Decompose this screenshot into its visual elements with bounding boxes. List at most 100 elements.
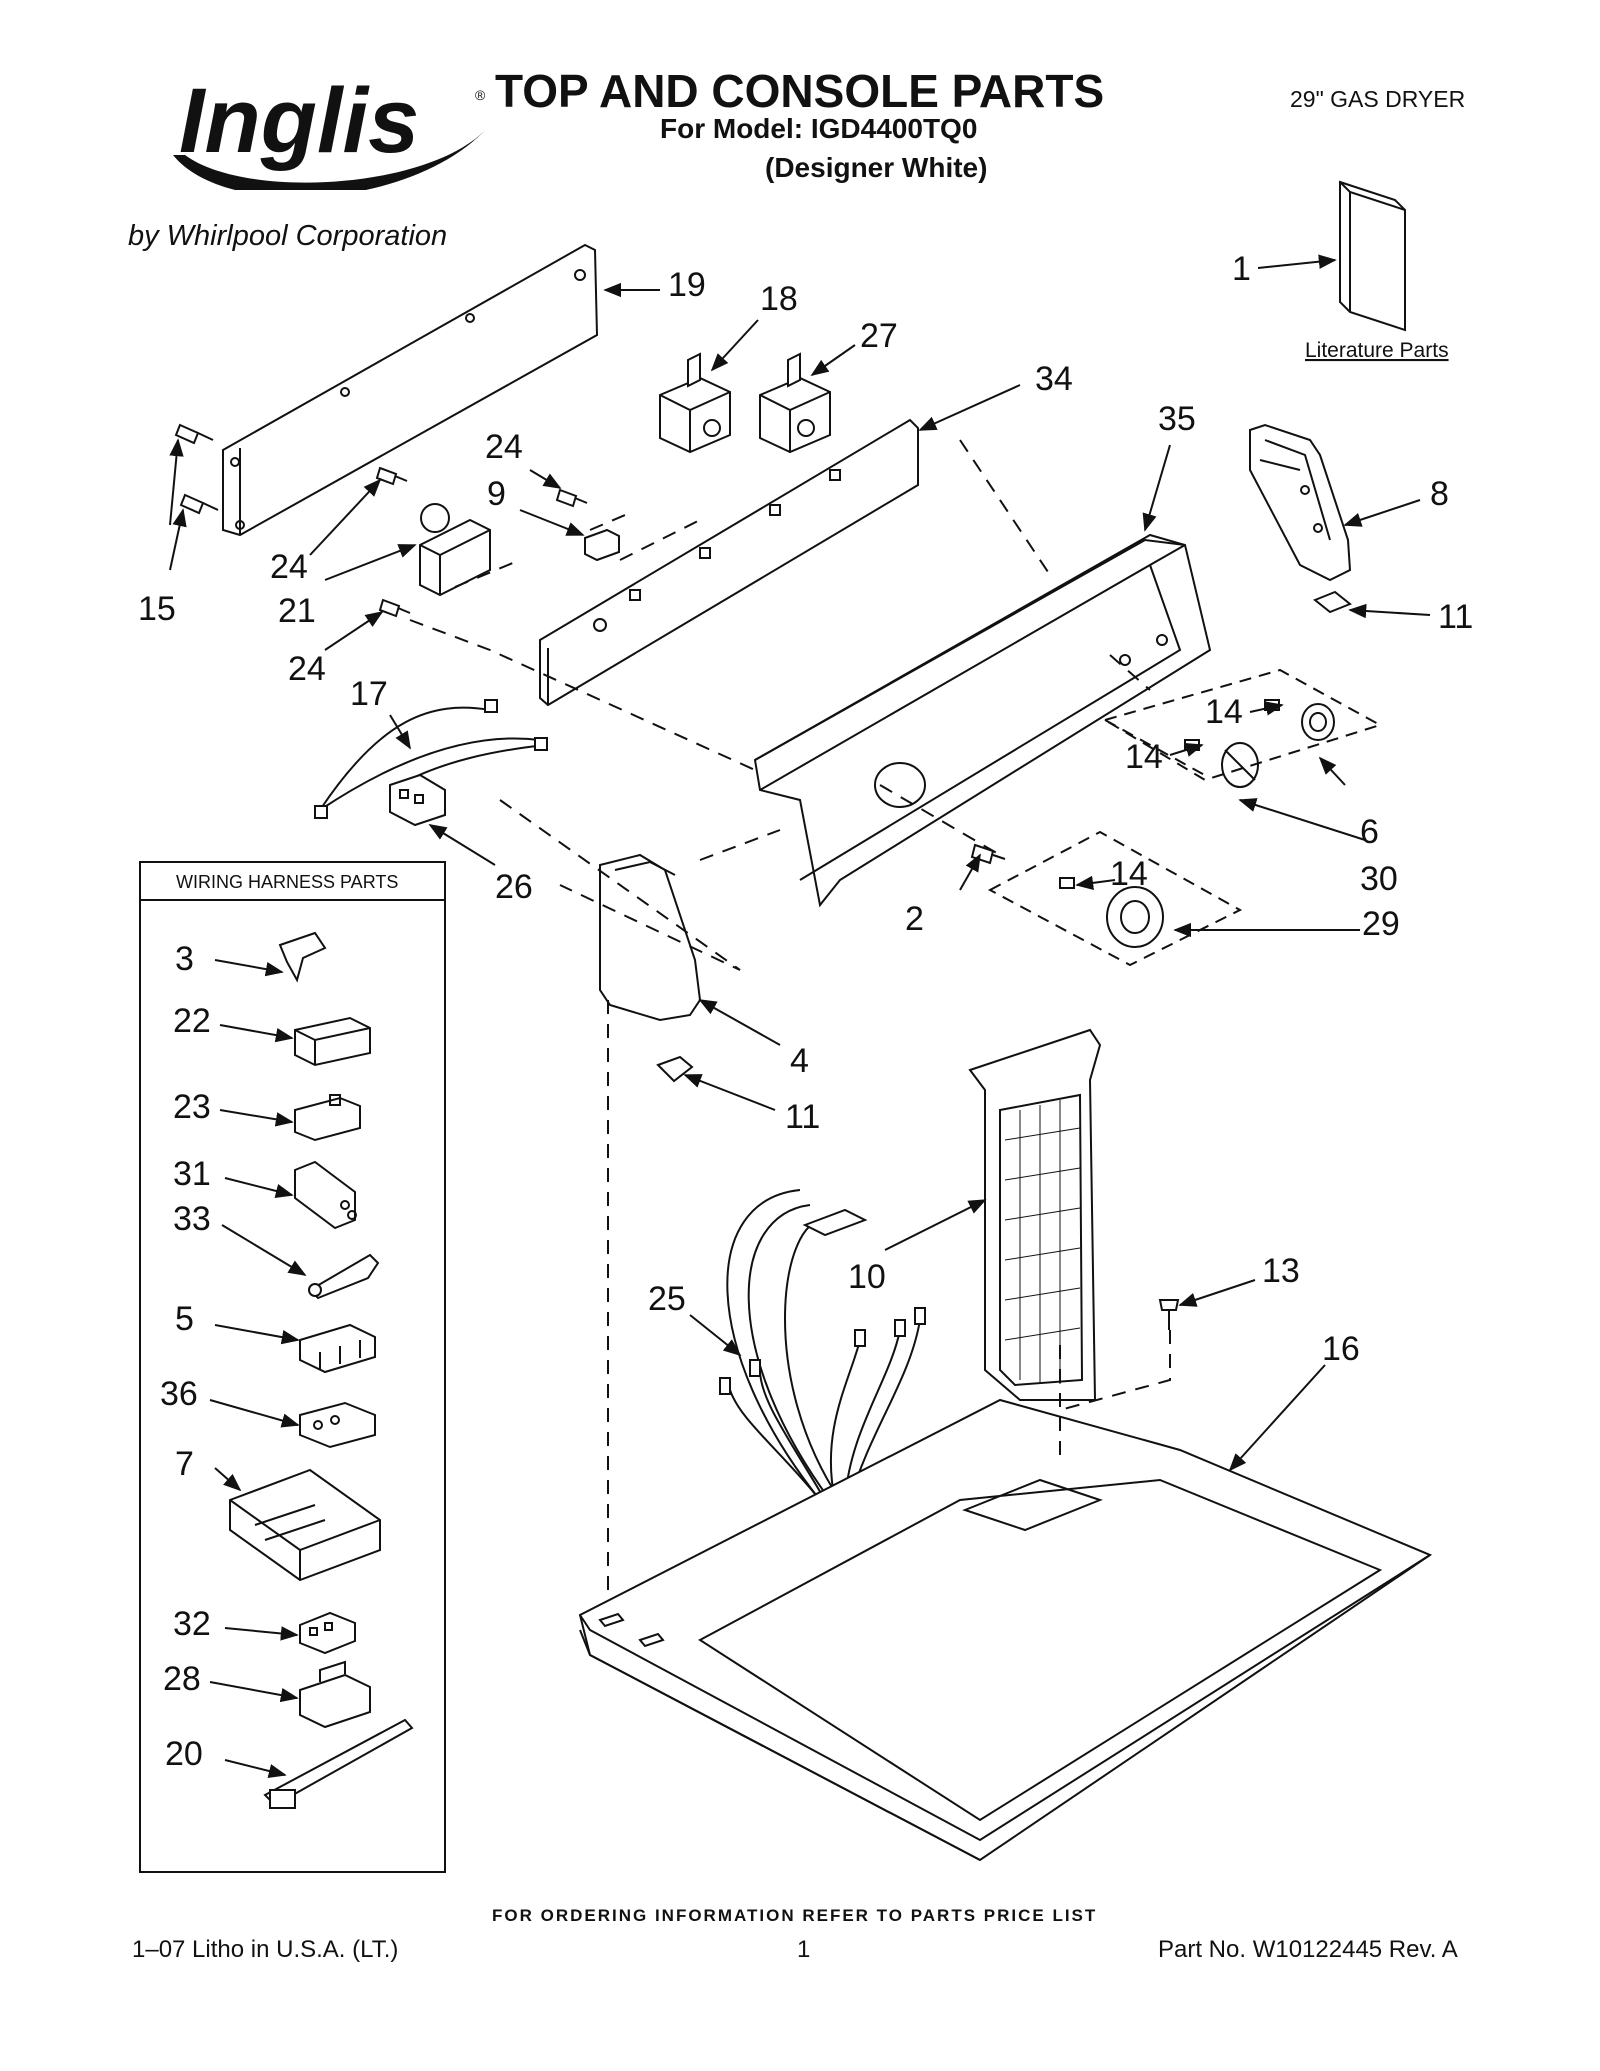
callout-24-top: 24 <box>485 428 523 466</box>
callout-labels: 1 Literature Parts 19 18 27 34 35 8 11 2… <box>138 250 1473 1773</box>
wiring-harness-header: WIRING HARNESS PARTS <box>176 872 398 892</box>
screw-13 <box>1158 1299 1180 1330</box>
callout-29: 29 <box>1362 905 1400 943</box>
part-22-connector <box>294 1016 371 1067</box>
wire-harness-17 <box>314 699 548 819</box>
screw-24-a <box>375 466 408 486</box>
part-31-connector <box>294 1160 357 1230</box>
callout-33: 33 <box>173 1200 211 1238</box>
literature-parts-label: Literature Parts <box>1305 339 1449 362</box>
callout-16: 16 <box>1322 1330 1360 1368</box>
dryer-top-part <box>578 1398 1433 1862</box>
clip-14-c <box>1059 877 1075 889</box>
ordering-note: FOR ORDERING INFORMATION REFER TO PARTS … <box>492 1906 1098 1925</box>
callout-19: 19 <box>668 266 706 304</box>
callout-11-left: 11 <box>785 1098 820 1136</box>
product-label: 29" GAS DRYER <box>1290 86 1466 112</box>
part-number: Part No. W10122445 Rev. A <box>1158 1936 1458 1963</box>
right-end-cap-part <box>1249 423 1352 582</box>
callout-7: 7 <box>175 1445 194 1483</box>
callout-2: 2 <box>905 900 924 938</box>
brand-name: Inglis <box>179 70 419 172</box>
callout-27: 27 <box>860 317 898 355</box>
connector-26 <box>389 773 446 827</box>
timer-part <box>419 503 491 597</box>
callout-4: 4 <box>790 1042 809 1080</box>
callout-11-right: 11 <box>1438 598 1473 636</box>
screw-15-lower <box>179 493 219 515</box>
callout-15: 15 <box>138 590 176 628</box>
page-number: 1 <box>797 1936 811 1963</box>
part-28-connector <box>299 1660 371 1729</box>
callout-25: 25 <box>648 1280 686 1318</box>
main-wire-harness-25 <box>719 1189 926 1501</box>
callout-14-a: 14 <box>1205 693 1243 731</box>
callout-14-b: 14 <box>1125 738 1163 776</box>
callout-18: 18 <box>760 280 798 318</box>
callout-1: 1 <box>1232 250 1251 288</box>
callout-3: 3 <box>175 940 194 978</box>
screw-24-c <box>378 598 411 618</box>
part-33-terminal <box>308 1253 380 1300</box>
callout-14-c: 14 <box>1110 855 1148 893</box>
callout-28: 28 <box>163 1660 201 1698</box>
callout-5: 5 <box>175 1300 194 1338</box>
callout-23: 23 <box>173 1088 211 1126</box>
part-3-clip <box>278 931 327 983</box>
callout-6: 6 <box>1360 813 1379 851</box>
console-panel-part <box>753 533 1212 908</box>
part-7-block <box>229 1468 381 1582</box>
callout-34: 34 <box>1035 360 1073 398</box>
assembly-guide-lines <box>409 439 1171 1600</box>
part-23-connector <box>294 1094 361 1142</box>
brand-logo: Inglis ® <box>165 60 495 198</box>
page-title: TOP AND CONSOLE PARTS <box>495 65 1105 117</box>
console-bracket-part <box>539 418 919 707</box>
callout-20: 20 <box>165 1735 203 1773</box>
callout-leaders <box>169 254 1431 1779</box>
model-line: For Model: IGD4400TQ0 <box>660 113 978 144</box>
callout-31: 31 <box>173 1155 211 1193</box>
callout-21: 21 <box>278 592 316 630</box>
lint-screen-mesh <box>1004 1100 1081 1384</box>
callout-26: 26 <box>495 868 533 906</box>
part-5-block <box>299 1323 376 1374</box>
clip-11-left <box>656 1055 694 1083</box>
knob-6 <box>1301 703 1335 741</box>
part-32-connector <box>299 1611 356 1655</box>
callout-36: 36 <box>160 1375 198 1413</box>
console-rear-panel-part <box>222 243 599 537</box>
callout-24-bottom: 24 <box>288 650 326 688</box>
callout-10: 10 <box>848 1258 886 1296</box>
lint-screen-part <box>968 1028 1102 1401</box>
dashed-group-6-30 <box>1102 668 1383 782</box>
switch-part <box>584 528 620 562</box>
left-end-cap-part <box>599 853 702 1022</box>
callout-9: 9 <box>487 475 506 513</box>
registered-mark: ® <box>475 87 486 103</box>
callout-17: 17 <box>350 675 388 713</box>
push-switch-27 <box>759 352 831 454</box>
litho-line: 1–07 Litho in U.S.A. (LT.) <box>132 1936 399 1963</box>
knob-30 <box>1221 742 1259 788</box>
screw-15-upper <box>174 423 214 445</box>
callout-22: 22 <box>173 1002 211 1040</box>
callout-35: 35 <box>1158 400 1196 438</box>
literature-book-part <box>1339 180 1406 332</box>
screw-24-b <box>555 488 588 508</box>
callout-30: 30 <box>1360 860 1398 898</box>
callout-8: 8 <box>1430 475 1449 513</box>
part-20-cable-tie <box>263 1718 414 1809</box>
by-line: by Whirlpool Corporation <box>128 220 448 252</box>
callout-13: 13 <box>1262 1252 1300 1290</box>
callout-32: 32 <box>173 1605 211 1643</box>
brand-logo-swoosh: Inglis ® <box>173 70 490 198</box>
push-switch-18 <box>659 352 731 454</box>
color-line: (Designer White) <box>765 152 988 183</box>
part-36-connector <box>299 1401 376 1449</box>
knob-29 <box>1106 886 1164 948</box>
dashed-group-29 <box>987 830 1243 967</box>
clip-11-right <box>1313 590 1352 614</box>
callout-24-left: 24 <box>270 548 308 586</box>
